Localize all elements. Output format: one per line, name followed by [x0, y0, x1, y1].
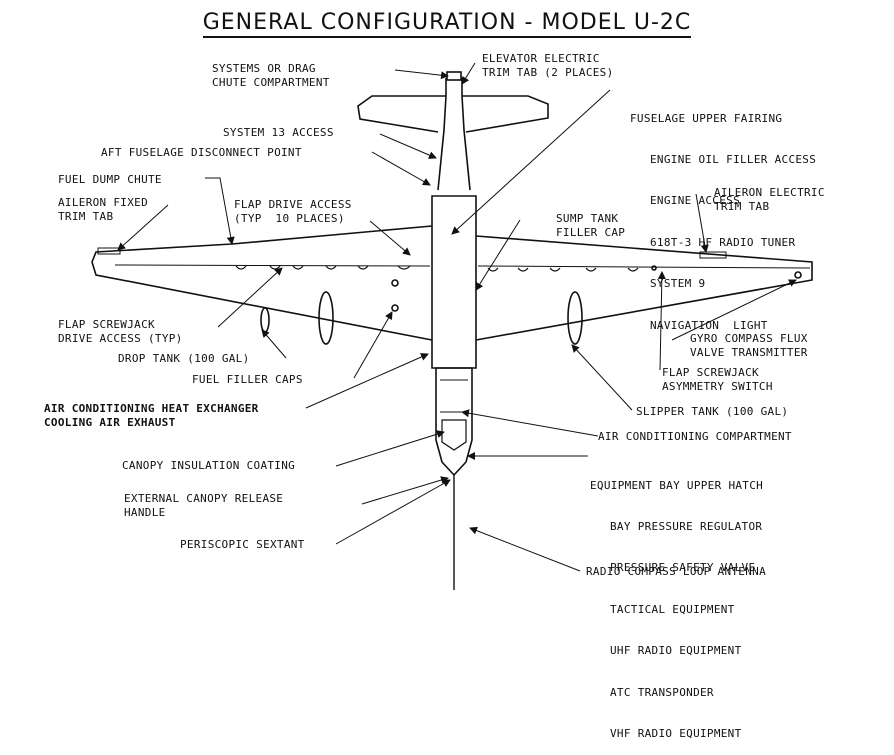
fuselage: [431, 195, 477, 369]
fairing-block: FUSELAGE UPPER FAIRING ENGINE OIL FILLER…: [630, 84, 816, 346]
fairing-item: SYSTEM 9: [650, 277, 706, 291]
fairing-item: NAVIGATION LIGHT: [650, 318, 768, 332]
label-radio-compass: RADIO COMPASS LOOP ANTENNA: [586, 565, 766, 578]
fairing-item: 618T-3 HF RADIO TUNER: [650, 235, 796, 249]
fairing-item: ENGINE OIL FILLER ACCESS: [650, 152, 817, 166]
equipment-bay-item: UHF RADIO EQUIPMENT: [610, 644, 742, 658]
fairing-heading: FUSELAGE UPPER FAIRING: [630, 111, 783, 125]
label-aft-fuselage: AFT FUSELAGE DISCONNECT POINT: [101, 146, 302, 159]
diagram-title: GENERAL CONFIGURATION - MODEL U-2C: [0, 10, 894, 38]
right-slipper-tank: [567, 291, 583, 345]
label-flap-screwjack-drive: FLAP SCREWJACK DRIVE ACCESS (TYP): [58, 318, 183, 345]
label-ac-heat: AIR CONDITIONING HEAT EXCHANGER COOLING …: [44, 402, 259, 429]
equipment-bay-item: PRESSURE SAFETY VALVE: [610, 561, 756, 575]
label-canopy-release: EXTERNAL CANOPY RELEASE HANDLE: [124, 492, 284, 519]
nose-section: [435, 367, 473, 477]
label-aileron-fixed: AILERON FIXED TRIM TAB: [58, 196, 148, 223]
label-slipper-tank: SLIPPER TANK (100 GAL): [636, 405, 789, 418]
equipment-bay-block: EQUIPMENT BAY UPPER HATCH BAY PRESSURE R…: [590, 451, 763, 755]
aircraft-drawing: [91, 62, 813, 590]
label-fuel-dump: FUEL DUMP CHUTE: [58, 173, 162, 186]
left-wing: [91, 225, 433, 341]
label-systems-chute: SYSTEMS OR DRAG CHUTE COMPARTMENT: [212, 62, 330, 89]
label-drop-tank: DROP TANK (100 GAL): [118, 352, 250, 365]
equipment-bay-item: TACTICAL EQUIPMENT: [610, 602, 735, 616]
label-canopy-insulation: CANOPY INSULATION COATING: [122, 459, 296, 472]
left-pod-small: [260, 307, 270, 333]
label-flap-drive: FLAP DRIVE ACCESS (TYP 10 PLACES): [234, 198, 352, 225]
equipment-bay-item: ATC TRANSPONDER: [610, 685, 714, 699]
label-aileron-electric: AILERON ELECTRIC TRIM TAB: [714, 186, 825, 213]
left-drop-tank: [318, 291, 334, 345]
label-system13: SYSTEM 13 ACCESS: [223, 126, 334, 139]
tail-cone: [437, 78, 471, 191]
right-wing: [475, 235, 813, 341]
right-stabilizer: [462, 95, 549, 133]
drag-chute-tip: [446, 71, 462, 81]
label-ac-compartment: AIR CONDITIONING COMPARTMENT: [598, 430, 792, 443]
canopy: [441, 419, 467, 451]
equipment-bay-item: BAY PRESSURE REGULATOR: [610, 519, 763, 533]
label-elevator-trim: ELEVATOR ELECTRIC TRIM TAB (2 PLACES): [482, 52, 614, 79]
fairing-item: ENGINE ACCESS: [650, 194, 740, 208]
left-stabilizer: [357, 95, 446, 133]
label-gyro-compass: GYRO COMPASS FLUX VALVE TRANSMITTER: [690, 332, 808, 359]
equipment-bay-heading: EQUIPMENT BAY UPPER HATCH: [590, 478, 764, 492]
diagram-title-text: GENERAL CONFIGURATION - MODEL U-2C: [202, 10, 692, 38]
label-sump-tank: SUMP TANK FILLER CAP: [556, 212, 626, 239]
label-flap-asym: FLAP SCREWJACK ASYMMETRY SWITCH: [662, 366, 773, 393]
label-fuel-filler: FUEL FILLER CAPS: [192, 373, 303, 386]
label-periscopic: PERISCOPIC SEXTANT: [180, 538, 305, 551]
equipment-bay-item: VHF RADIO EQUIPMENT: [610, 726, 742, 740]
